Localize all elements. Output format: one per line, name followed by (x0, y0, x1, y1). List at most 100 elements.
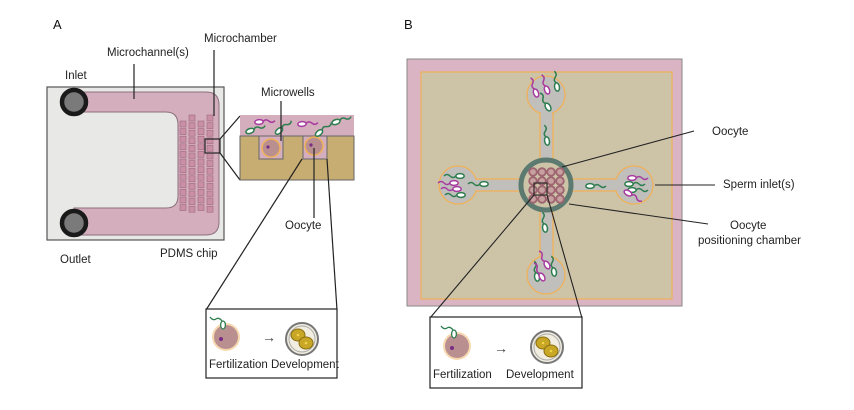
microwell (188, 198, 196, 205)
oocyte-well (528, 194, 538, 204)
microwell (188, 205, 196, 213)
microwell (206, 205, 214, 213)
microwell (188, 114, 196, 122)
label-outlet: Outlet (60, 254, 91, 266)
label-sperm-inlets: Sperm inlet(s) (723, 179, 795, 191)
microwell (188, 129, 196, 137)
microwell (188, 122, 196, 129)
outlet-port (59, 208, 89, 238)
microwell (197, 173, 205, 181)
oocyte-positioning-chamber (518, 157, 574, 213)
microwell (179, 189, 187, 196)
label-microchannels: Microchannel(s) (107, 47, 189, 59)
microwell (197, 143, 205, 151)
label-oocyte-b: Oocyte (712, 126, 748, 138)
oocyte-well (555, 176, 565, 186)
microwell (179, 143, 187, 151)
microwell (179, 135, 187, 143)
oocyte-in-well (261, 138, 281, 158)
microwell (188, 190, 196, 198)
oocyte-well (546, 185, 556, 195)
microwell (179, 173, 187, 181)
microwell (206, 137, 214, 145)
microwell (197, 166, 205, 173)
label-fertilization-b: Fertilization (433, 369, 492, 381)
microwell (206, 175, 214, 183)
microwell (179, 166, 187, 173)
label-pdms-chip: PDMS chip (160, 248, 218, 260)
oocyte-well (555, 185, 565, 195)
microwell (197, 189, 205, 196)
microwell (179, 120, 187, 128)
microwell (197, 135, 205, 143)
panel-a: A (46, 17, 355, 379)
sperm-inlet-right (614, 165, 654, 205)
label-positioning-line2: positioning chamber (698, 235, 801, 247)
oocyte-well (528, 167, 538, 177)
label-positioning-line1: Oocyte (730, 220, 766, 232)
fertilized-oocyte-icon (209, 316, 240, 351)
microwell (206, 167, 214, 175)
microwell (197, 151, 205, 158)
arrow-icon: → (262, 329, 276, 345)
microwell (188, 137, 196, 145)
microwell (179, 158, 187, 166)
label-microwells: Microwells (261, 87, 315, 99)
microchamber-grid (179, 114, 214, 213)
microwell (197, 120, 205, 128)
arrow-icon: → (494, 340, 508, 356)
microwell (188, 145, 196, 152)
panel-a-letter: A (53, 17, 62, 32)
microwell (197, 158, 205, 166)
microwell (206, 145, 214, 152)
microwell (179, 151, 187, 158)
oocyte-well (537, 194, 547, 204)
microwell (206, 190, 214, 198)
label-fertilization-a: Fertilization (209, 359, 268, 371)
oocyte-well (546, 176, 556, 186)
microwell (206, 114, 214, 122)
panel-b: B (404, 17, 801, 389)
microwell (179, 204, 187, 211)
inset-a: → Fertilization Development (205, 308, 340, 379)
microwell (188, 152, 196, 160)
microwell (179, 196, 187, 204)
microwell (197, 128, 205, 135)
microwell (188, 160, 196, 167)
label-development-b: Development (506, 369, 575, 381)
microwell (206, 129, 214, 137)
panel-b-letter: B (404, 17, 413, 32)
oocyte-well (537, 167, 547, 177)
microwell (206, 183, 214, 190)
microwell (206, 122, 214, 129)
oocyte-well (528, 185, 538, 195)
microwell (197, 181, 205, 189)
oocyte-well (555, 167, 565, 177)
fertilized-oocyte-icon (440, 325, 471, 360)
microwell (179, 128, 187, 135)
embryo-icon (530, 330, 564, 364)
oocyte-well (546, 167, 556, 177)
inlet-port (59, 87, 89, 117)
microwell (179, 181, 187, 189)
embryo-icon (285, 322, 319, 356)
microwell (188, 175, 196, 183)
microwell (206, 160, 214, 167)
microwell (206, 152, 214, 160)
oocyte-well (555, 194, 565, 204)
label-oocyte-a: Oocyte (285, 220, 321, 232)
oocyte-well (537, 185, 547, 195)
oocyte-well (528, 176, 538, 186)
microwell (197, 204, 205, 211)
zoom-box (204, 138, 221, 154)
microwell (206, 198, 214, 205)
microwell (188, 167, 196, 175)
label-inlet: Inlet (65, 70, 88, 82)
microwell (188, 183, 196, 190)
label-microchamber: Microchamber (204, 33, 277, 45)
microwell-cross-section (239, 113, 355, 181)
label-development-a: Development (271, 359, 340, 371)
inset-b: → Fertilization Development (429, 316, 583, 389)
microwell (197, 196, 205, 204)
